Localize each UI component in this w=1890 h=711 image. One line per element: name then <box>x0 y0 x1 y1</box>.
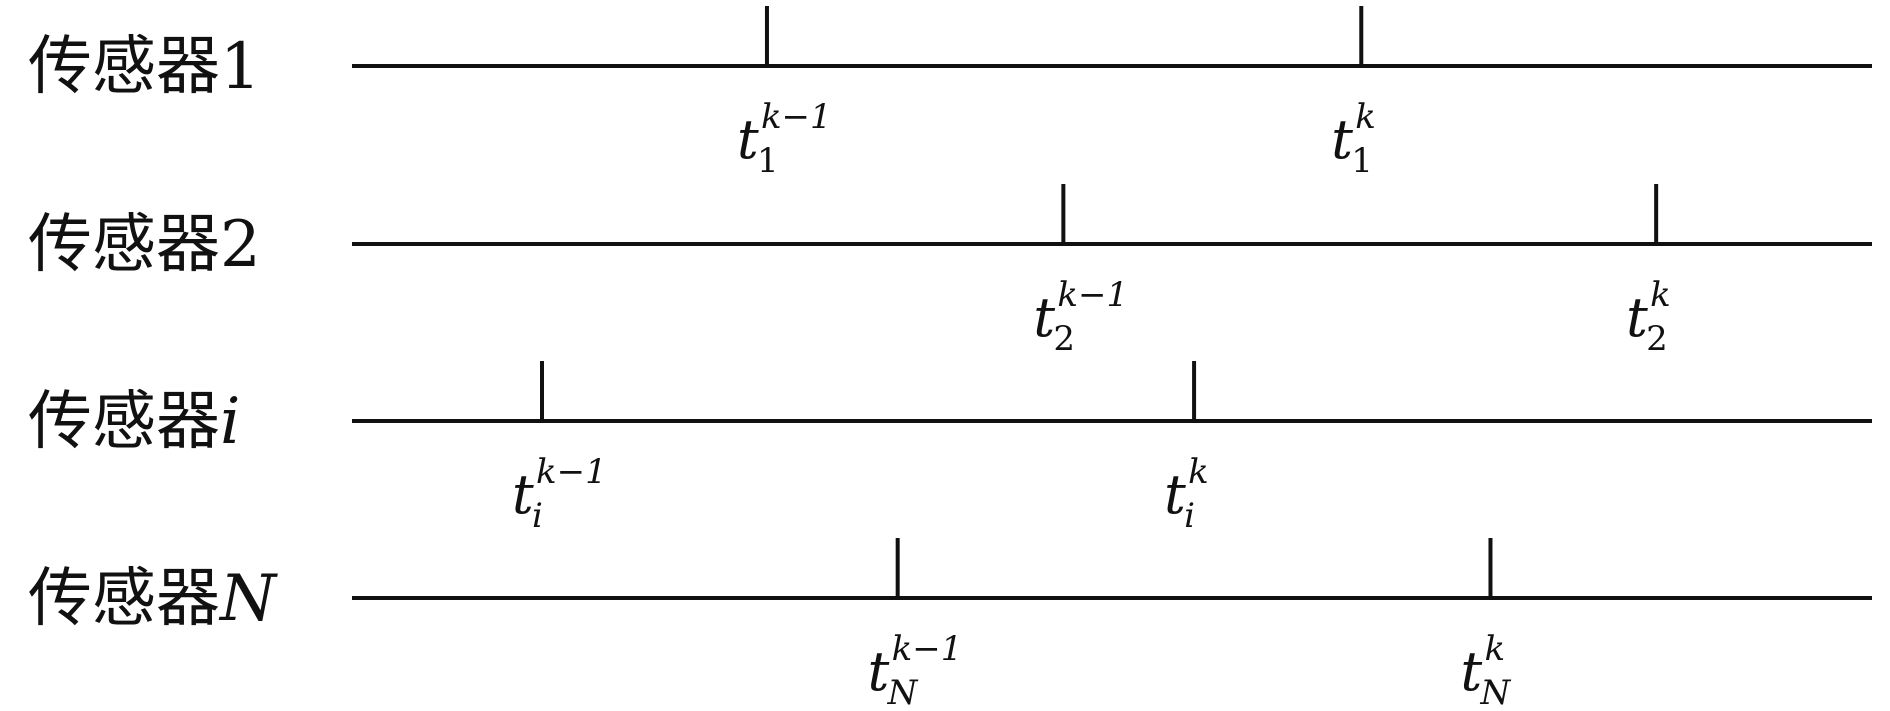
sensor-label: 传感器2 <box>28 208 261 282</box>
timestamp-subscript: N <box>887 673 919 711</box>
timestamp-superscript: k <box>1484 629 1505 669</box>
timestamp-superscript: k−1 <box>761 97 832 137</box>
timestamp-subscript: 1 <box>1351 141 1373 181</box>
timestamp-base: t <box>1033 286 1055 349</box>
timestamp-superscript: k <box>1188 452 1209 492</box>
sensor-label-prefix: 传感器 <box>28 385 220 459</box>
sensor-label-index: 1 <box>220 30 261 104</box>
timestamp-subscript: 2 <box>1646 319 1668 359</box>
sensor-label: 传感器N <box>28 562 278 636</box>
sensor-label-index: N <box>218 562 278 636</box>
timestamp-subscript: 2 <box>1053 319 1075 359</box>
timestamp-base: t <box>1626 286 1648 349</box>
timestamp-base: t <box>1460 640 1482 703</box>
timestamp-superscript: k <box>1650 275 1671 315</box>
sensor-label-index: 2 <box>220 208 261 282</box>
sensor-label-prefix: 传感器 <box>28 562 220 636</box>
timestamp-base: t <box>868 640 890 703</box>
sensor-label-prefix: 传感器 <box>28 208 220 282</box>
sensor-label: 传感器1 <box>28 30 261 104</box>
timestamp-superscript: k−1 <box>1057 275 1128 315</box>
timestamp-subscript: i <box>532 496 543 536</box>
timestamp-subscript: N <box>1479 673 1511 711</box>
sensor-label-index: i <box>220 385 240 459</box>
timestamp-superscript: k <box>1355 97 1376 137</box>
timestamp-superscript: k−1 <box>892 629 963 669</box>
timestamp-base: t <box>512 463 534 526</box>
timestamp-base: t <box>737 108 759 171</box>
timestamp-subscript: 1 <box>757 141 779 181</box>
timestamp-base: t <box>1331 108 1353 171</box>
timestamp-superscript: k−1 <box>536 452 607 492</box>
sensor-label-prefix: 传感器 <box>28 30 220 104</box>
sensor-label: 传感器i <box>28 385 240 459</box>
timestamp-base: t <box>1164 463 1186 526</box>
timestamp-subscript: i <box>1184 496 1195 536</box>
